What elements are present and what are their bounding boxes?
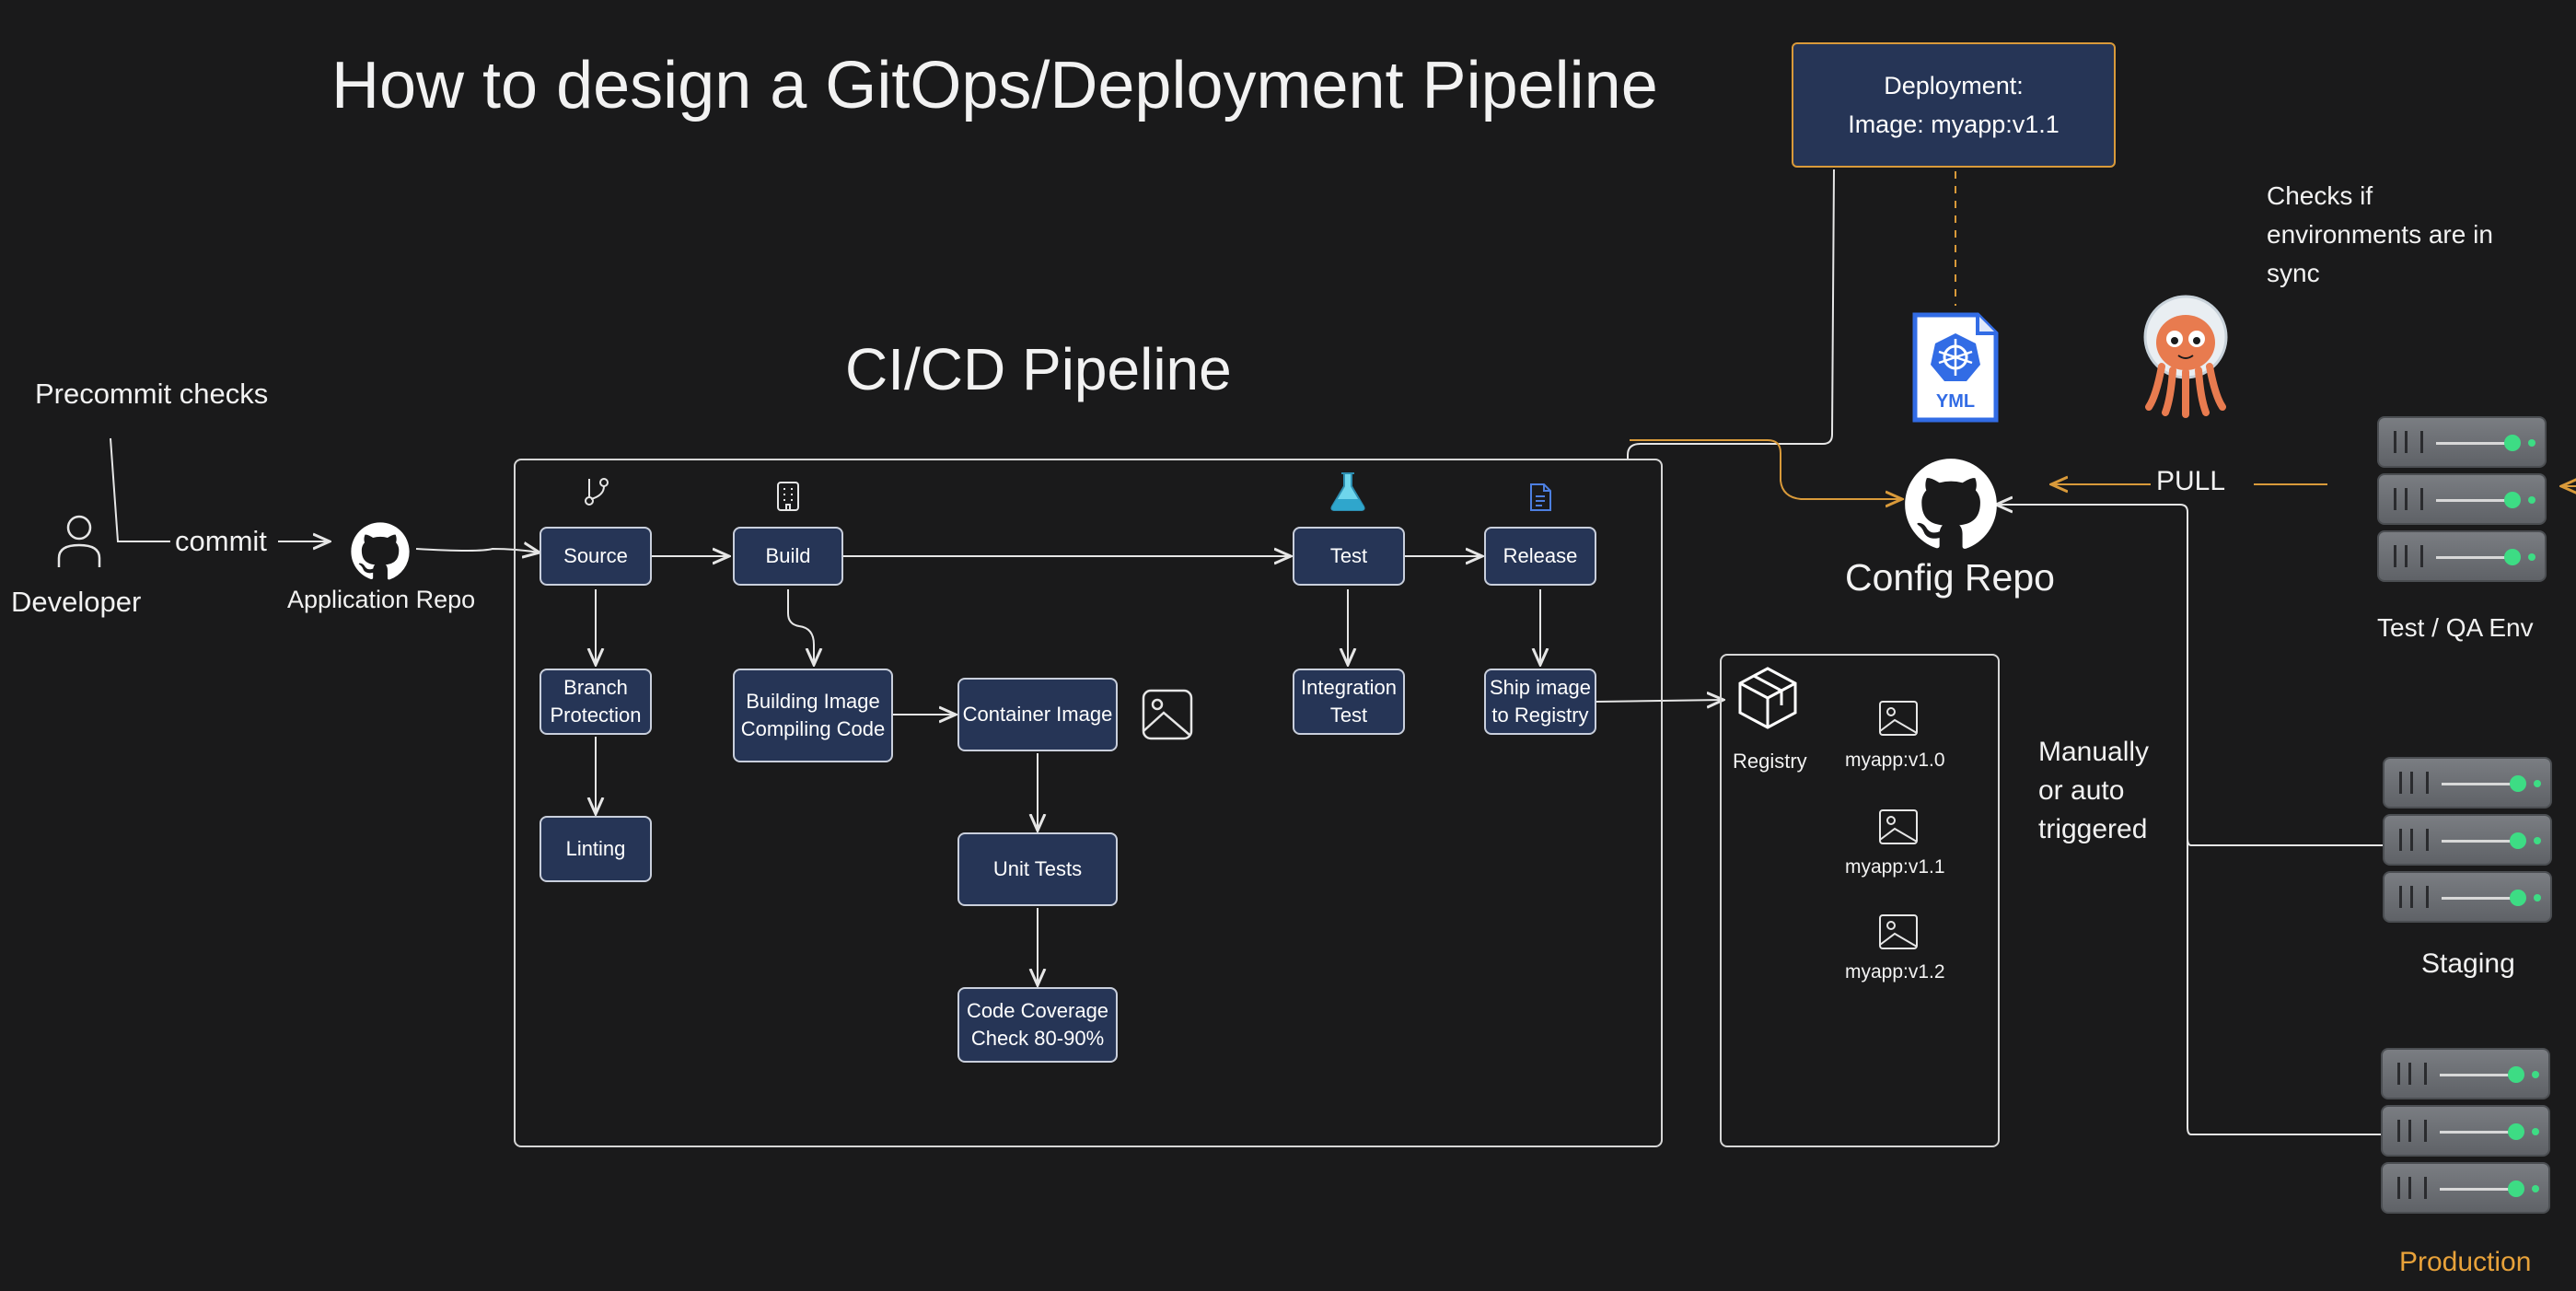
- deployment-note-line2: Image: myapp:v1.1: [1848, 110, 2060, 138]
- server-unit: [2383, 871, 2552, 923]
- flask-icon: [1330, 472, 1365, 511]
- registry-frame: [1720, 654, 2000, 1147]
- sync-note-line2: environments are in: [2267, 220, 2493, 249]
- commit-label: commit: [173, 525, 269, 558]
- sync-note-line1: Checks if: [2267, 181, 2373, 210]
- sync-note-line3: sync: [2267, 259, 2320, 287]
- building-image-step: Building Image Compiling Code: [733, 669, 893, 762]
- pipeline-title: CI/CD Pipeline: [845, 336, 1232, 402]
- sync-note: Checks if environments are in sync: [2267, 177, 2493, 293]
- manual-trigger-note: Manually or auto triggered: [2038, 733, 2149, 849]
- app-repo-label: Application Repo: [287, 586, 476, 613]
- document-icon: [1530, 483, 1551, 511]
- config-repo-github-icon: [1905, 459, 1997, 549]
- pull-label: PULL: [2156, 466, 2226, 496]
- manual-note-line3: triggered: [2038, 814, 2148, 844]
- server-unit: [2377, 473, 2547, 525]
- linting-step: Linting: [540, 816, 652, 882]
- source-stage: Source: [540, 527, 652, 586]
- image-v10-icon: [1879, 701, 1918, 736]
- server-unit: [2377, 416, 2547, 468]
- production-label: Production: [2399, 1247, 2532, 1277]
- server-unit: [2377, 530, 2547, 582]
- image-icon: [1142, 689, 1193, 740]
- container-image-step: Container Image: [957, 678, 1118, 751]
- developer-label: Developer: [11, 586, 142, 618]
- yml-label: YML: [1936, 391, 1975, 412]
- staging-label: Staging: [2421, 948, 2515, 979]
- page-title: How to design a GitOps/Deployment Pipeli…: [331, 49, 1658, 122]
- build-stage: Build: [733, 527, 843, 586]
- server-unit: [2381, 1048, 2550, 1099]
- image-v12-icon: [1879, 914, 1918, 949]
- image-v10-label: myapp:v1.0: [1845, 750, 1945, 771]
- unit-tests-step: Unit Tests: [957, 832, 1118, 906]
- yml-file-icon: YML: [1912, 312, 1999, 423]
- registry-cube-icon: [1738, 667, 1797, 729]
- precommit-label: Precommit checks: [35, 378, 269, 410]
- manual-note-line2: or auto: [2038, 775, 2125, 806]
- build-icon: [777, 482, 799, 511]
- test-qa-label: Test / QA Env: [2377, 613, 2534, 642]
- image-v11-label: myapp:v1.1: [1845, 856, 1945, 878]
- argo-mascot-icon: [2143, 295, 2228, 418]
- deployment-note: Deployment: Image: myapp:v1.1: [1792, 42, 2116, 168]
- server-unit: [2381, 1105, 2550, 1157]
- test-qa-server-stack: [2377, 416, 2547, 589]
- production-server-stack: [2381, 1048, 2550, 1221]
- test-stage: Test: [1293, 527, 1405, 586]
- branch-protection-step: Branch Protection: [540, 669, 652, 735]
- server-unit: [2383, 814, 2552, 866]
- integration-test-step: Integration Test: [1293, 669, 1405, 735]
- staging-server-stack: [2383, 757, 2552, 930]
- github-icon: [351, 522, 410, 580]
- server-unit: [2381, 1162, 2550, 1214]
- manual-note-line1: Manually: [2038, 737, 2150, 767]
- image-v12-label: myapp:v1.2: [1845, 961, 1945, 983]
- server-unit: [2383, 757, 2552, 808]
- deployment-note-line1: Deployment:: [1884, 72, 2024, 99]
- code-coverage-step: Code Coverage Check 80-90%: [957, 987, 1118, 1063]
- ship-image-step: Ship image to Registry: [1484, 669, 1596, 735]
- config-repo-label: Config Repo: [1845, 556, 2055, 599]
- registry-label: Registry: [1733, 750, 1807, 773]
- cicd-pipeline-frame: [514, 459, 1663, 1147]
- release-stage: Release: [1484, 527, 1596, 586]
- developer-icon: [57, 515, 101, 567]
- image-v11-icon: [1879, 809, 1918, 844]
- git-branch-icon: [585, 478, 609, 506]
